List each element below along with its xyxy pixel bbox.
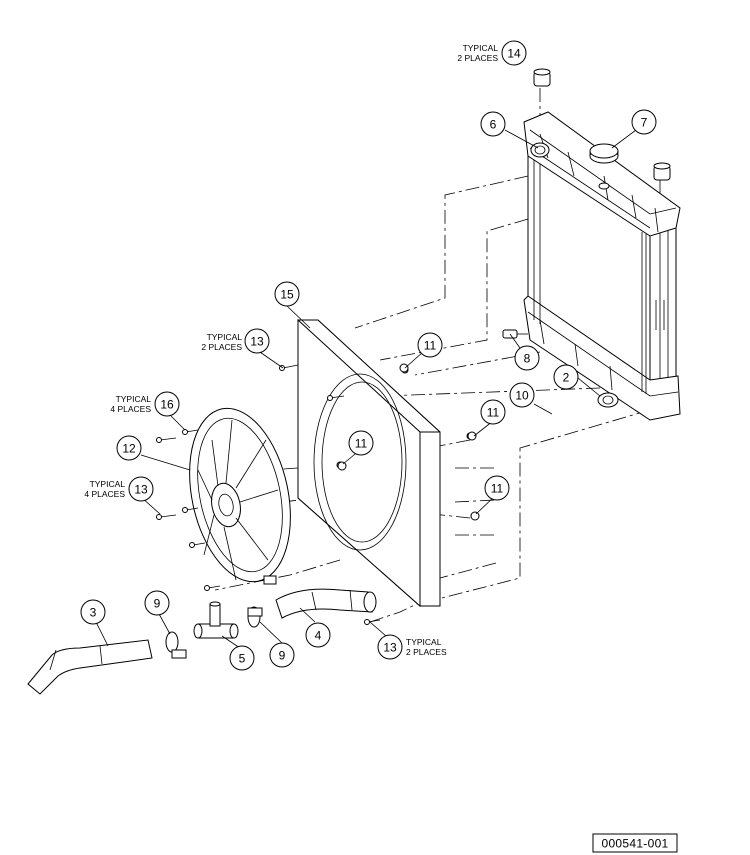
callout-number: 11 bbox=[491, 482, 504, 496]
callout-note-line2: 2 PLACES bbox=[457, 53, 498, 63]
callout-number: 8 bbox=[524, 352, 531, 366]
callout-number: 5 bbox=[239, 652, 246, 666]
callout-number: 6 bbox=[490, 118, 497, 132]
callout-number: 11 bbox=[355, 437, 368, 451]
reference-number: 000541-001 bbox=[601, 837, 668, 851]
fan-shroud bbox=[297, 318, 478, 608]
fasteners bbox=[156, 363, 480, 625]
callout-number: 10 bbox=[515, 389, 529, 403]
callout-9-left: 9 bbox=[144, 590, 170, 616]
callout-note-line1: TYPICAL bbox=[116, 394, 152, 404]
callout-11-center: 11 bbox=[348, 430, 374, 456]
callout-number: 13 bbox=[250, 335, 264, 349]
hoses-and-clamps bbox=[27, 588, 377, 695]
callout-note-line1: TYPICAL bbox=[90, 479, 126, 489]
callout-9-right: 9 bbox=[269, 642, 295, 668]
callout-3: 3 bbox=[80, 599, 106, 625]
callout-note-line2: 4 PLACES bbox=[84, 489, 125, 499]
callout-13-lower: 13 TYPICAL 2 PLACES bbox=[377, 634, 447, 660]
callout-11-right-upper: 11 bbox=[480, 399, 506, 425]
callout-note-line2: 2 PLACES bbox=[201, 342, 242, 352]
callout-number: 9 bbox=[279, 649, 286, 663]
callout-13-left: 13 TYPICAL 4 PLACES bbox=[84, 476, 154, 502]
callout-7: 7 bbox=[631, 109, 657, 135]
callout-8: 8 bbox=[514, 345, 540, 371]
callout-14: 14 TYPICAL 2 PLACES bbox=[457, 40, 527, 66]
callout-number: 7 bbox=[641, 116, 648, 130]
callout-5: 5 bbox=[229, 645, 255, 671]
callout-number: 3 bbox=[90, 606, 97, 620]
callout-10: 10 bbox=[509, 382, 535, 408]
callout-note-line2: 2 PLACES bbox=[406, 647, 447, 657]
callout-11-right-lower: 11 bbox=[484, 475, 510, 501]
callout-note-line1: TYPICAL bbox=[207, 332, 243, 342]
reference-number-box: 000541-001 bbox=[592, 833, 678, 853]
callout-number: 15 bbox=[280, 288, 294, 302]
callout-12: 12 bbox=[116, 435, 142, 461]
radiator bbox=[502, 68, 681, 421]
callout-number: 2 bbox=[563, 371, 570, 385]
callout-4: 4 bbox=[305, 622, 331, 648]
callout-6: 6 bbox=[480, 111, 506, 137]
callout-2: 2 bbox=[553, 364, 579, 390]
callout-15: 15 bbox=[274, 281, 300, 307]
callout-number: 12 bbox=[122, 442, 136, 456]
callout-16: 16 TYPICAL 4 PLACES bbox=[110, 391, 180, 417]
callout-number: 11 bbox=[487, 406, 500, 420]
callout-number: 4 bbox=[315, 629, 322, 643]
callout-number: 14 bbox=[507, 47, 521, 61]
callout-number: 11 bbox=[424, 339, 437, 353]
callout-note-line1: TYPICAL bbox=[463, 43, 499, 53]
callout-13-upper: 13 TYPICAL 2 PLACES bbox=[201, 328, 270, 354]
callout-note-line1: TYPICAL bbox=[406, 637, 442, 647]
callout-note-line2: 4 PLACES bbox=[110, 404, 151, 414]
cooling-fan bbox=[189, 407, 291, 585]
callout-number: 13 bbox=[134, 483, 148, 497]
callout-number: 13 bbox=[383, 641, 397, 655]
callout-number: 9 bbox=[154, 597, 161, 611]
callout-number: 16 bbox=[160, 398, 174, 412]
callout-11-upper: 11 bbox=[417, 332, 443, 358]
